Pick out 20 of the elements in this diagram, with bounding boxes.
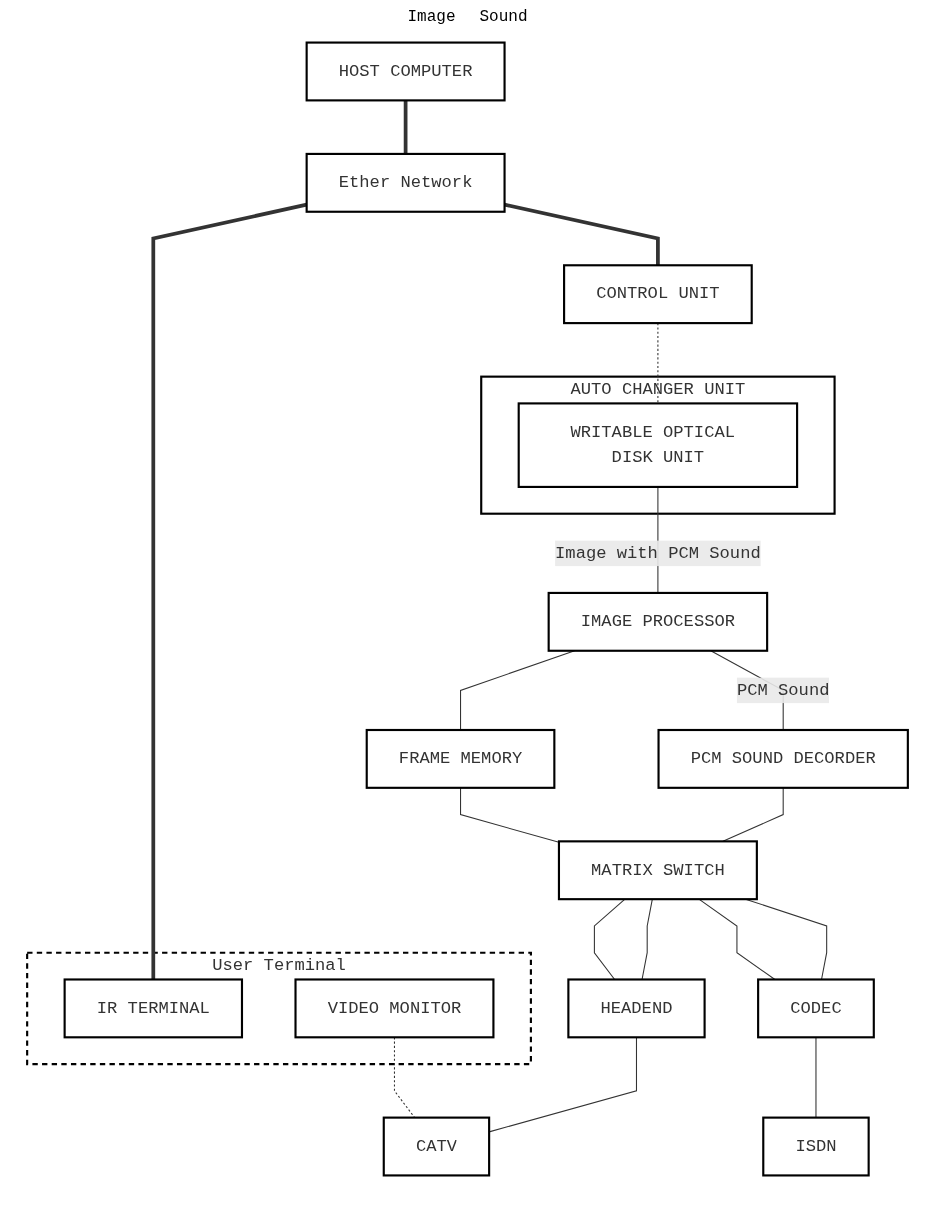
node-box: Ether Network: [305, 152, 506, 213]
node-box: PCM SOUND DECORDER: [657, 728, 909, 789]
node-box: WRITABLE OPTICAL DISK UNIT: [517, 402, 799, 488]
node-box: HOST COMPUTER: [305, 41, 506, 102]
connector: [403, 100, 408, 154]
node-box: IMAGE PROCESSOR: [547, 591, 769, 652]
note-text: Image: [407, 8, 456, 26]
node-box: HEADEND: [567, 978, 706, 1039]
node-box: IR TERMINAL: [63, 978, 244, 1039]
node-box: CATV: [382, 1116, 491, 1177]
node-box: FRAME MEMORY: [365, 728, 556, 789]
edge-label: Image with PCM Sound: [555, 543, 761, 563]
node-box: MATRIX SWITCH: [557, 840, 758, 901]
edge-label: PCM Sound: [736, 680, 830, 701]
connector: [504, 202, 660, 266]
node-box: CONTROL UNIT: [563, 264, 753, 325]
node-box: CODEC: [757, 978, 875, 1039]
node-box: ISDN: [762, 1116, 870, 1177]
note-text: Sound: [479, 8, 528, 26]
node-box: VIDEO MONITOR: [294, 978, 495, 1039]
